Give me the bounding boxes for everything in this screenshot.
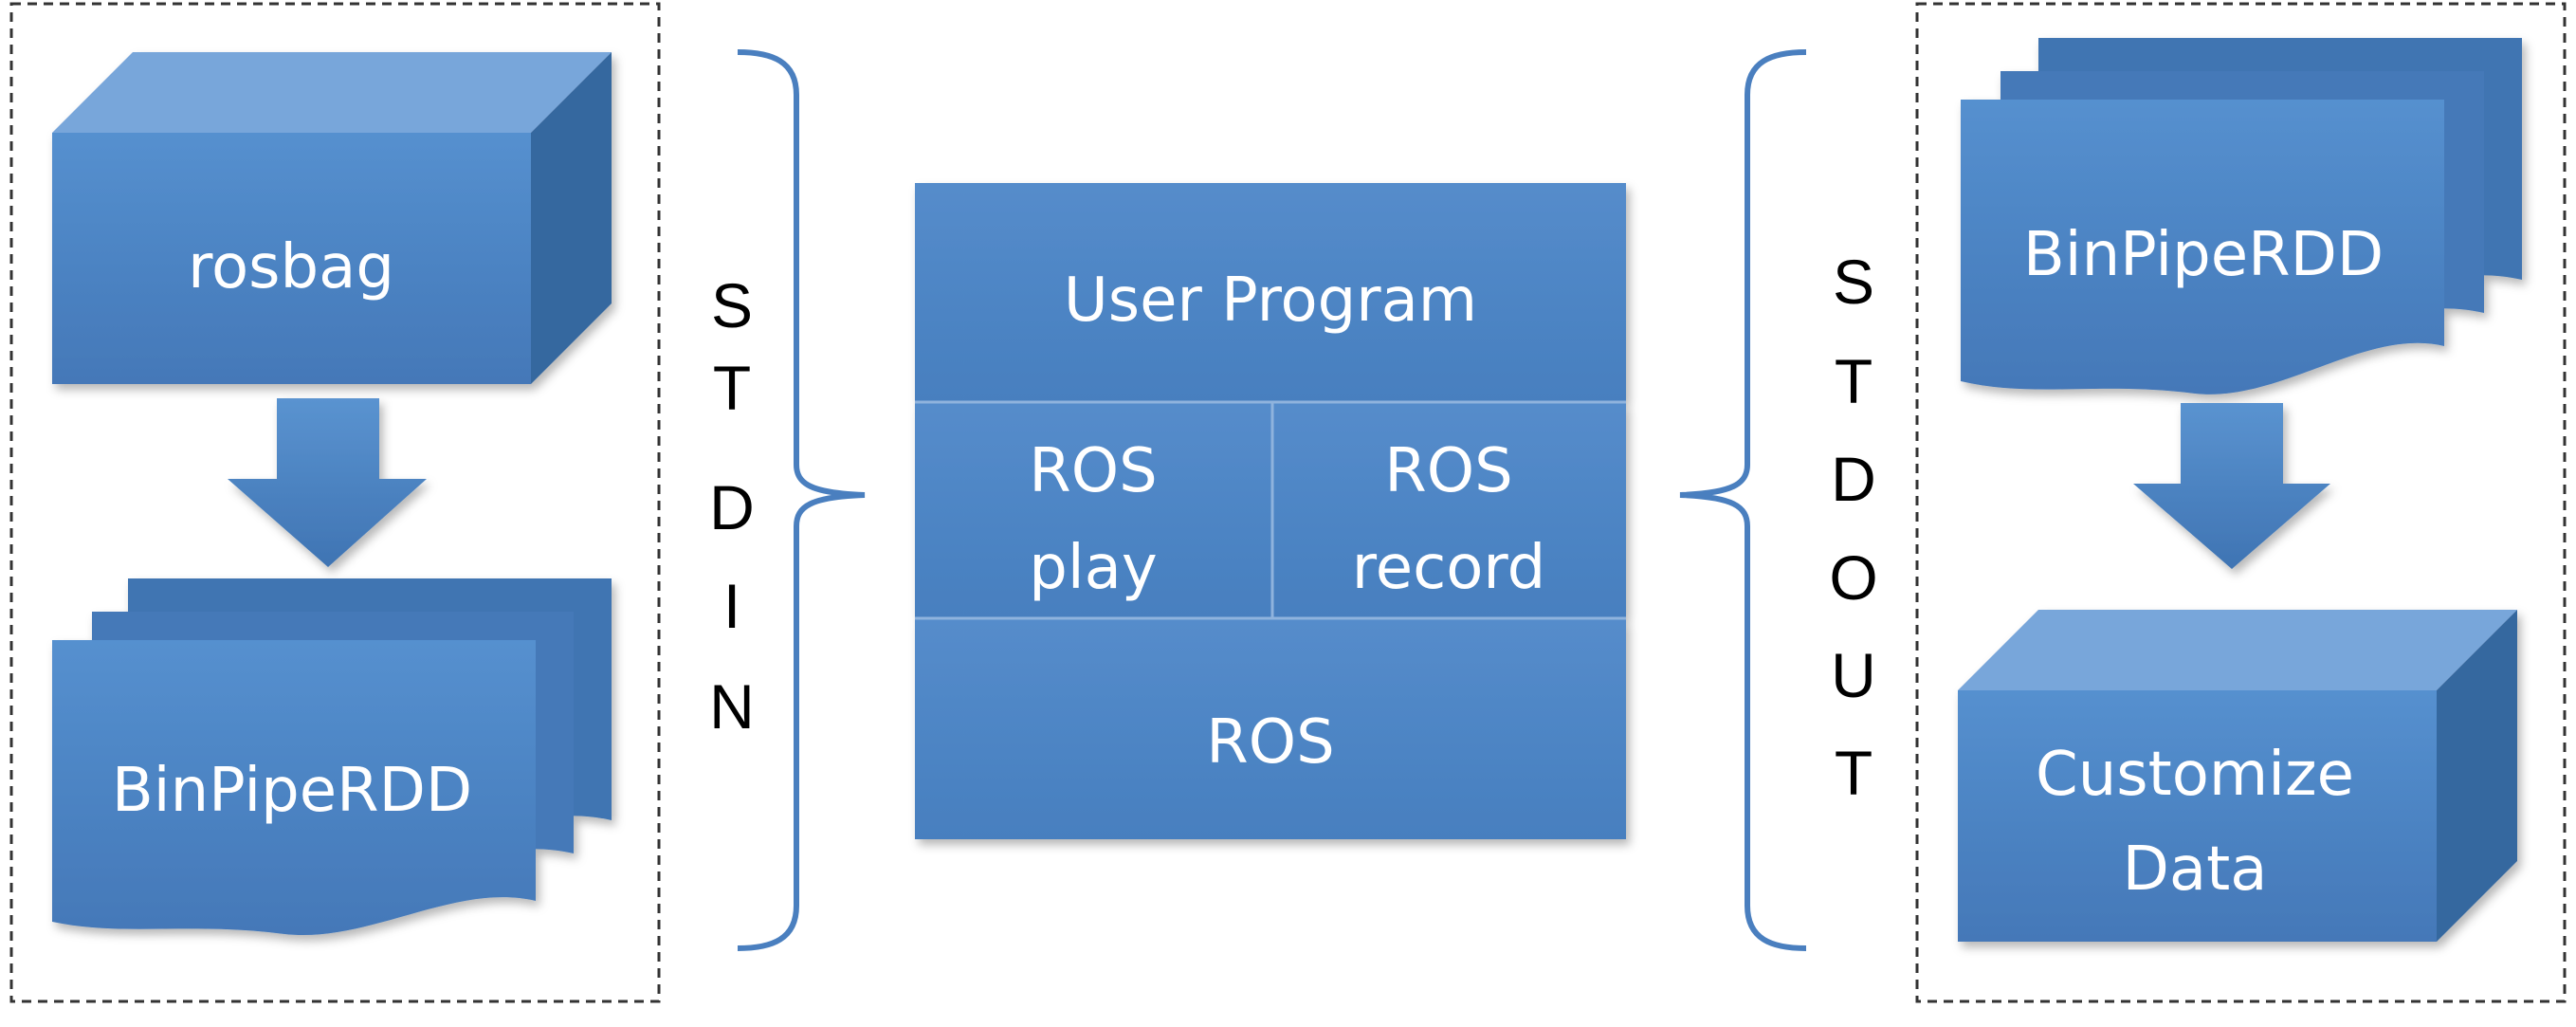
ros-block xyxy=(915,619,1626,839)
center-stack xyxy=(915,183,1626,839)
ros-label: ROS xyxy=(1206,707,1334,778)
right-down-arrow xyxy=(2133,403,2330,569)
ros-play-label-line2: play xyxy=(1029,533,1158,603)
stdout-letter: U xyxy=(1831,640,1876,710)
customize-data-label-line1: Customize xyxy=(2036,740,2354,810)
right-panel: BinPipeRDD Customize Data xyxy=(1915,2,2567,1003)
ros-record-block xyxy=(1273,403,1626,617)
stdin-letter: N xyxy=(709,671,755,742)
ros-record-label-line1: ROS xyxy=(1384,436,1512,506)
left-panel-border xyxy=(9,2,661,1003)
left-binpiperdd-label: BinPipeRDD xyxy=(112,756,472,826)
rosbag-box xyxy=(52,52,612,384)
right-panel-border xyxy=(1915,2,2567,1003)
stdin-letter: I xyxy=(723,571,740,641)
right-document-stack xyxy=(1961,38,2522,394)
user-program-label: User Program xyxy=(1064,266,1477,336)
customize-data-label-line2: Data xyxy=(2123,834,2268,905)
ros-play-label-line1: ROS xyxy=(1029,436,1157,506)
left-down-arrow xyxy=(228,398,427,567)
stdout-letter: D xyxy=(1831,444,1876,514)
user-program-block xyxy=(915,183,1626,401)
left-panel: rosbag BinPipeRDD xyxy=(9,2,661,1003)
ros-play-block xyxy=(915,403,1271,617)
left-document-stack xyxy=(52,578,612,936)
right-binpiperdd-label: BinPipeRDD xyxy=(2023,220,2384,290)
stdin-letter: S xyxy=(711,270,753,340)
stdin-letter: D xyxy=(709,472,755,542)
customize-data-box xyxy=(1958,610,2517,942)
ros-record-label-line2: record xyxy=(1352,533,1545,603)
stdout-letter: T xyxy=(1835,738,1873,808)
stdout-label: S T D O U T xyxy=(1829,247,1877,808)
stdout-letter: T xyxy=(1835,346,1873,416)
stdin-brace xyxy=(737,49,866,951)
stdout-letter: S xyxy=(1833,247,1874,317)
stdin-label: S T D I N xyxy=(709,270,755,742)
stdout-letter: O xyxy=(1829,542,1877,613)
rosbag-label: rosbag xyxy=(188,232,394,303)
stdout-brace xyxy=(1679,49,1807,951)
stdin-letter: T xyxy=(713,353,751,423)
